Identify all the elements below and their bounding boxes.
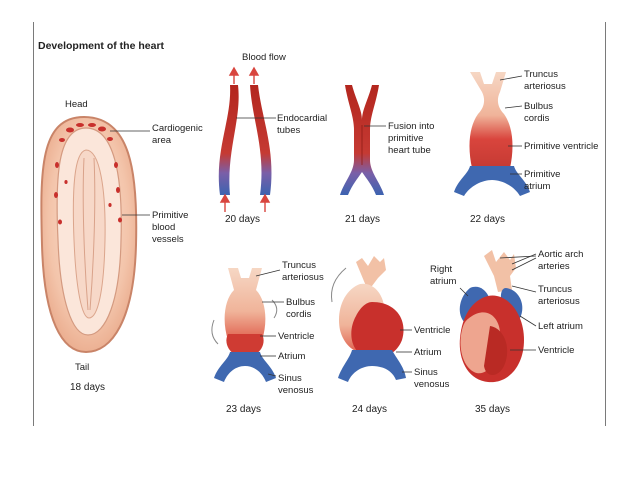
aortic-label-2: arteries: [538, 261, 570, 272]
ventricle35-label: Ventricle: [538, 345, 574, 356]
aortic-leader-3: [499, 255, 537, 259]
rightatrium-label-2: atrium: [430, 276, 456, 287]
sinus24-label-2: venosus: [414, 379, 450, 390]
bulbus23-label-1: Bulbus: [286, 297, 315, 308]
ventricle24-label: Ventricle: [414, 325, 450, 336]
rightatrium-leader: [459, 287, 469, 297]
embryo-18-days: [40, 115, 138, 354]
frame-right-border: [605, 22, 606, 426]
heart-24-days: [331, 256, 406, 382]
aortic-leader-1: [511, 253, 537, 265]
aortic-label-1: Aortic arch: [538, 249, 583, 260]
heart-tube-21-days: [340, 85, 384, 195]
stage23-days: 23 days: [226, 404, 261, 415]
flow-arrows-20-days: [219, 66, 271, 212]
truncus35-label-1: Truncus: [538, 284, 572, 295]
embryo-tail-label: Tail: [75, 362, 89, 373]
leftatrium-label: Left atrium: [538, 321, 583, 332]
frame-left-border: [33, 22, 34, 426]
embryo-head-label: Head: [65, 99, 88, 110]
endocardial-label-2: tubes: [277, 125, 300, 136]
blood-vessels-label-1: Primitive: [152, 210, 188, 221]
truncus23-label-2: arteriosus: [282, 272, 324, 283]
bulbus22-label-2: cordis: [524, 113, 550, 124]
bulbus22-label-1: Bulbus: [524, 101, 553, 112]
truncus22-label-2: arteriosus: [524, 81, 566, 92]
fusion-label-3: heart tube: [388, 145, 431, 156]
fusion-label-1: Fusion into: [388, 121, 434, 132]
embryo-days-label: 18 days: [70, 382, 105, 393]
diagram-title: Development of the heart: [38, 40, 165, 52]
heart-35-days: [459, 250, 524, 383]
blood-vessels-label-2: blood: [152, 222, 175, 233]
fusion-label-2: primitive: [388, 133, 423, 144]
blood-flow-label: Blood flow: [242, 52, 286, 63]
truncus22-leader: [499, 75, 523, 81]
stage35-days: 35 days: [475, 404, 510, 415]
sinus23-label-1: Sinus: [278, 373, 302, 384]
cardiogenic-label-1: Cardiogenic: [152, 123, 203, 134]
sinus23-leader: [267, 373, 277, 377]
stage24-days: 24 days: [352, 404, 387, 415]
stage22-days: 22 days: [470, 214, 505, 225]
heart-23-days: [211, 268, 278, 382]
heart-22-days: [454, 72, 530, 196]
atrium23-label: Atrium: [278, 351, 306, 362]
ventricle22-label: Primitive ventricle: [524, 141, 598, 152]
blood-vessels-label-3: vessels: [152, 234, 184, 245]
bulbus22-leader: [504, 105, 523, 109]
sinus23-label-2: venosus: [278, 385, 314, 396]
endocardial-tubes-20-days: [218, 66, 272, 212]
bulbus23-label-2: cordis: [286, 309, 312, 320]
atrium24-label: Atrium: [414, 347, 442, 358]
atrium22-label-2: atrium: [524, 181, 550, 192]
endocardial-label-1: Endocardial: [277, 113, 327, 124]
sinus24-label-1: Sinus: [414, 367, 438, 378]
aortic-leader-2: [511, 257, 537, 271]
truncus35-label-2: arteriosus: [538, 296, 580, 307]
cardiogenic-label-2: area: [152, 135, 172, 146]
truncus22-label-1: Truncus: [524, 69, 558, 80]
stage21-days: 21 days: [345, 214, 380, 225]
ventricle23-label: Ventricle: [278, 331, 314, 342]
truncus23-label-1: Truncus: [282, 260, 316, 271]
truncus23-leader: [255, 269, 281, 277]
cardiogenic-spots: [54, 123, 122, 225]
leftatrium-leader: [519, 315, 537, 327]
stage20-days: 20 days: [225, 214, 260, 225]
truncus35-leader: [511, 285, 537, 293]
atrium22-label-1: Primitive: [524, 169, 560, 180]
rightatrium-label-1: Right: [430, 264, 453, 275]
